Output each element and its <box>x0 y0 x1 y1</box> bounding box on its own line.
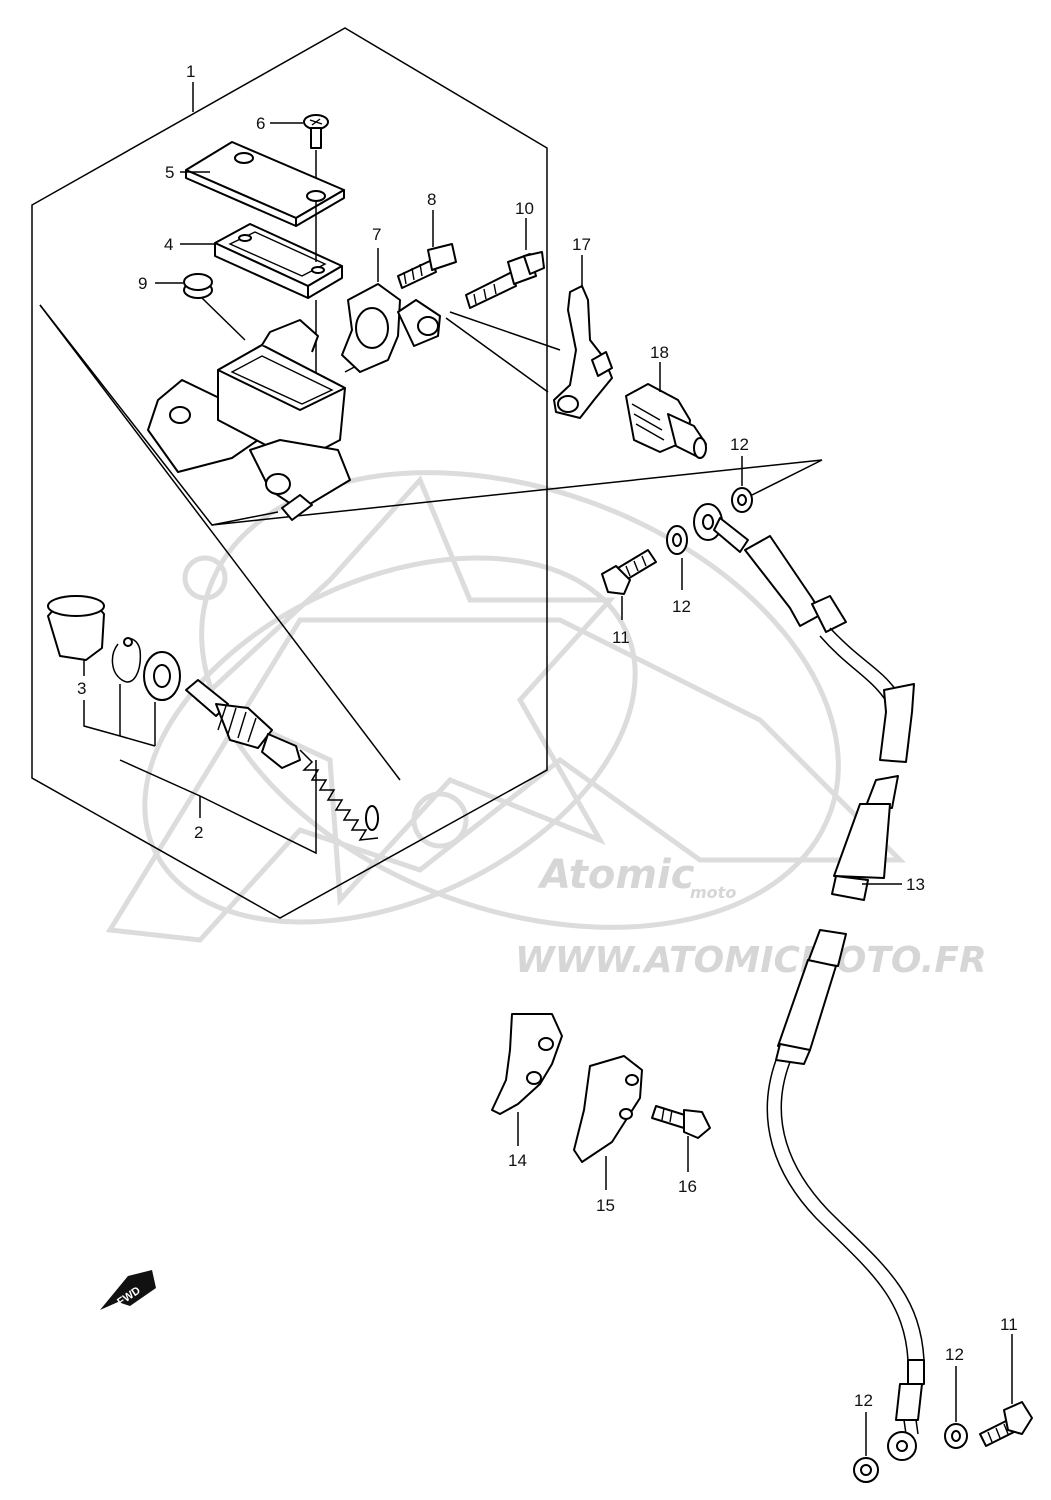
callout-11b: 11 <box>1000 1315 1018 1334</box>
clutch-switch <box>625 383 707 459</box>
explode-line-lever-a <box>449 311 561 351</box>
watermark-circle <box>411 791 469 849</box>
banjo-bolt-lower <box>979 1401 1033 1447</box>
banjo-bolt-upper <box>601 549 657 620</box>
callout-9: 9 <box>138 274 147 293</box>
hose-clamp <box>573 1055 643 1163</box>
callout-12d: 12 <box>854 1391 873 1410</box>
callout-3: 3 <box>77 679 86 698</box>
callout-5: 5 <box>165 163 174 182</box>
hose-clamp-bolt <box>651 1105 711 1139</box>
dust-boot <box>47 595 105 661</box>
callout-12b: 12 <box>672 597 691 616</box>
watermark-brand: Atomic <box>537 852 695 898</box>
callout-14: 14 <box>508 1151 527 1170</box>
washer-lower-a <box>944 1423 968 1449</box>
circlip <box>111 637 142 683</box>
watermark-sub: moto <box>690 883 736 902</box>
callout-8: 8 <box>427 190 436 209</box>
washer-upper-b <box>731 487 753 513</box>
callout-18: 18 <box>650 343 669 362</box>
watermark-orbit-ring <box>142 555 638 925</box>
leader-2-bracket <box>119 759 317 855</box>
reservoir-cap <box>185 141 345 227</box>
explode-line-diag <box>39 304 401 781</box>
watermark <box>105 470 907 943</box>
callout-12a: 12 <box>730 435 749 454</box>
reservoir-plug <box>183 273 246 341</box>
lever-pivot-bolt <box>465 251 545 309</box>
master-cylinder-body <box>147 319 361 521</box>
watermark-star-logo <box>195 475 616 906</box>
cap-screw <box>303 114 329 192</box>
explode-line-right <box>211 459 823 526</box>
piston-washer <box>143 651 181 701</box>
callout-7: 7 <box>372 225 381 244</box>
diaphragm-plate <box>214 200 343 390</box>
callout-4: 4 <box>164 235 173 254</box>
callout-17: 17 <box>572 235 591 254</box>
callout-13: 13 <box>906 875 925 894</box>
callout-12c: 12 <box>945 1345 964 1364</box>
watermark-a-logo <box>105 617 907 943</box>
callout-11a: 11 <box>612 628 630 647</box>
callout-1: 1 <box>186 62 195 81</box>
clutch-hose <box>693 503 925 1461</box>
washer-lower-b <box>853 1457 879 1483</box>
watermark-orbit-ring-2 <box>199 470 841 930</box>
washer-upper-a <box>666 525 688 555</box>
hose-guide <box>491 1013 563 1115</box>
assembly-outline <box>31 27 548 919</box>
callout-15: 15 <box>596 1196 615 1215</box>
callout-16: 16 <box>678 1177 697 1196</box>
callout-10: 10 <box>515 199 534 218</box>
explode-line-lever-b <box>445 317 549 393</box>
clamp-bolt <box>397 243 457 289</box>
leader-3-bracket <box>83 700 156 747</box>
watermark-dot <box>182 555 228 601</box>
piston-set <box>185 679 379 841</box>
callout-6: 6 <box>256 114 265 133</box>
clutch-lever <box>553 285 613 419</box>
watermark-url: WWW.ATOMICMOTO.FR <box>515 940 987 981</box>
callout-2: 2 <box>194 823 203 842</box>
forward-arrow-icon: FWD <box>100 1270 156 1310</box>
handlebar-clamp <box>341 283 441 373</box>
